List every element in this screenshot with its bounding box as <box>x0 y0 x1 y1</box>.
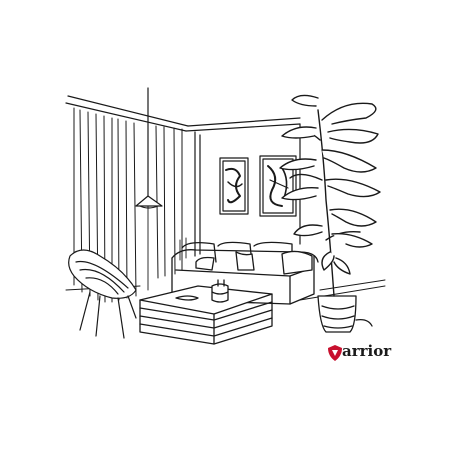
wall-art-left <box>219 157 249 215</box>
plant <box>279 94 381 297</box>
rattan-chair <box>68 249 137 339</box>
wall-art-right <box>259 155 297 217</box>
logo: arrior <box>326 342 392 366</box>
sofa <box>171 241 319 305</box>
pendant-lamp <box>135 87 163 291</box>
logo-text: arrior <box>342 342 392 360</box>
room-outline <box>65 95 301 257</box>
shield-icon <box>328 345 342 361</box>
coffee-table <box>139 279 273 345</box>
window-frame <box>179 237 187 261</box>
plant-pot <box>317 295 373 333</box>
